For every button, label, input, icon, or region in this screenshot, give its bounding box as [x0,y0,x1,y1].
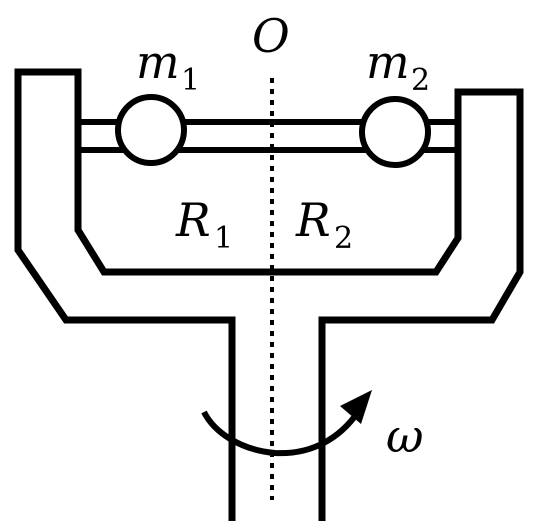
rotation-arrowhead-icon [340,390,372,424]
mass-m2-subscript: 2 [411,63,430,98]
mass-m1-subscript: 1 [181,63,200,98]
radius-r1-label: R [175,193,211,247]
radius-r2-label: R [295,193,331,247]
rotation-arc [201,410,361,457]
mass-m2-ball [359,96,431,168]
mass-m2-label: m [366,35,410,89]
radius-r1-subscript: 1 [214,221,233,256]
mass-m1-ball [115,94,187,166]
radius-r2-subscript: 2 [334,221,353,256]
frame-outer-outline [14,68,524,521]
axis-label: O [252,9,290,63]
mass-m1-label: m [136,35,180,89]
angular-velocity-label: ω [386,409,424,463]
